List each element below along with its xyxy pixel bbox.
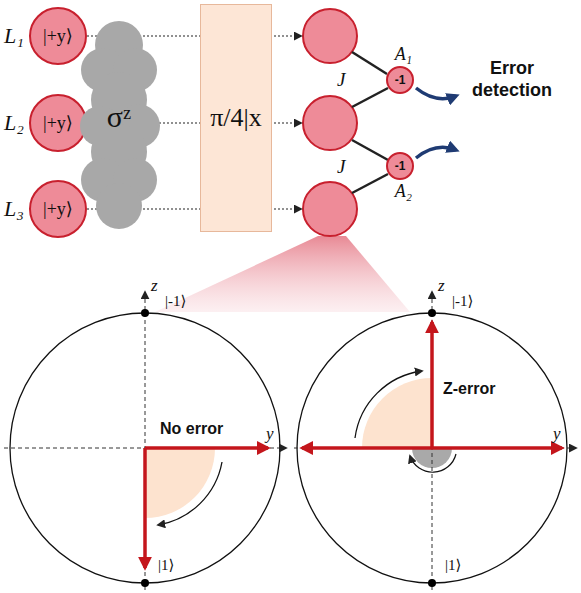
cloud-blob [96, 183, 142, 229]
node-heading: L₁ [4, 23, 24, 49]
axis-label: z [151, 276, 158, 296]
qubit-circle: L₂|+y⟩ [29, 94, 87, 152]
bloch-circle [10, 313, 280, 583]
coupling-label: J [337, 156, 345, 178]
pole-dot [141, 309, 149, 317]
node-heading: A₂ [395, 181, 412, 202]
state-vector [302, 446, 562, 450]
error-arc [410, 454, 456, 472]
dotted-arrow [274, 122, 301, 123]
state-vector [143, 448, 147, 568]
ancilla-circle: A₁-1 [386, 66, 414, 94]
axis-label: y [553, 424, 561, 444]
z-axis [145, 292, 146, 590]
state-label: |-1⟩ [452, 292, 473, 310]
node-text: |+y⟩ [43, 198, 73, 220]
node-heading: L₃ [4, 196, 24, 222]
case-label: Z-error [443, 380, 495, 398]
axis-label: z [438, 276, 445, 296]
coupling-line [352, 52, 387, 74]
bloch-circle [297, 313, 567, 583]
dotted-arrow [274, 208, 301, 209]
node-text: π/4|x [210, 103, 262, 133]
gate-box: π/4|x [200, 4, 272, 232]
annotation: Error detection [462, 58, 562, 101]
circle-fill [30, 181, 86, 237]
coupling-line [352, 140, 388, 160]
rotation-arc [158, 462, 222, 525]
node-text: -1 [395, 159, 406, 173]
node-text: -1 [395, 73, 406, 87]
state-label: |1⟩ [158, 556, 174, 574]
pole-dot [141, 579, 149, 587]
qubit-circle [303, 182, 357, 236]
zoom-wedge [155, 236, 410, 312]
circle-fill [387, 153, 413, 179]
circle-fill [30, 95, 86, 151]
dotted-arrow [274, 35, 301, 36]
curved-arrow [416, 88, 456, 99]
qubit-circle [303, 96, 357, 150]
state-vector [430, 322, 434, 448]
axis-label: y [266, 424, 274, 444]
z-axis [432, 292, 433, 590]
qubit-circle [303, 9, 357, 63]
qubit-circle: L₁|+y⟩ [29, 7, 87, 65]
noise-cloud: σᶻ [78, 20, 160, 230]
node-text: σᶻ [107, 100, 131, 134]
y-axis [294, 448, 576, 449]
pole-dot [428, 579, 436, 587]
curved-arrow [416, 147, 456, 158]
node-heading: L₂ [4, 110, 24, 136]
case-label: No error [160, 420, 223, 438]
circle-fill [387, 67, 413, 93]
state-label: |-1⟩ [165, 292, 186, 310]
pole-dot [428, 309, 436, 317]
rotation-wedge [145, 448, 215, 518]
coupling-line [352, 88, 388, 107]
node-heading: A₁ [395, 44, 412, 65]
node-text: |+y⟩ [43, 112, 73, 134]
circle-fill [30, 8, 86, 64]
error-wedge [412, 448, 452, 468]
node-text: |+y⟩ [43, 25, 73, 47]
rotation-wedge [362, 378, 432, 448]
state-label: |1⟩ [445, 556, 461, 574]
ancilla-circle: A₂-1 [386, 152, 414, 180]
rotation-arc [355, 371, 422, 438]
qubit-circle: L₃|+y⟩ [29, 180, 87, 238]
state-vector [145, 446, 268, 450]
coupling-line [352, 174, 388, 193]
coupling-label: J [337, 69, 345, 91]
